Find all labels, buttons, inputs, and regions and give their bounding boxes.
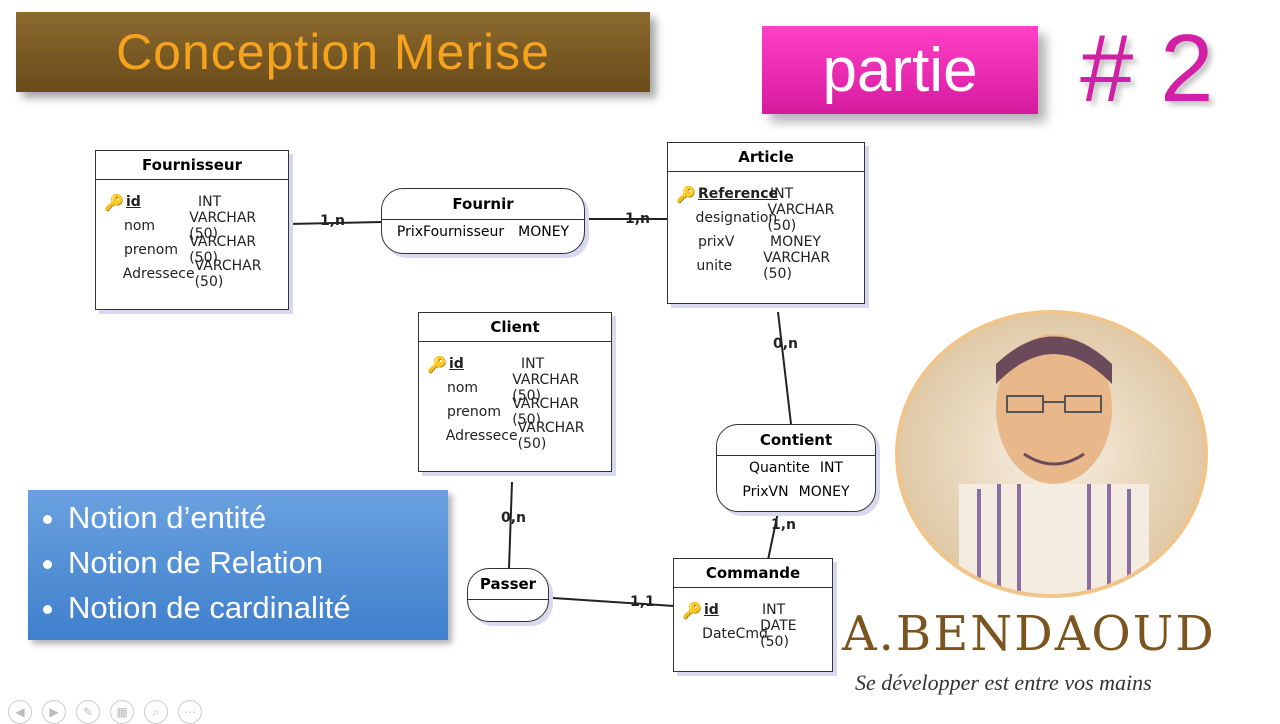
relation-passer-title: Passer <box>468 569 548 600</box>
attribute-row: nom VARCHAR (50) <box>427 372 603 404</box>
attribute-name: nom <box>123 218 156 234</box>
attribute-name: nom <box>446 380 479 396</box>
brand-name: A.BENDAOUD <box>842 606 1216 662</box>
notion-item: Notion d’entité <box>68 500 448 545</box>
attribute-type: VARCHAR (50) <box>517 420 585 452</box>
attribute-name: PrixVN <box>742 484 789 500</box>
entity-article-title: Article <box>668 143 864 172</box>
cardinality-commande-passer: 1,1 <box>630 594 655 610</box>
attribute-type: VARCHAR (50) <box>194 258 262 290</box>
notion-item: Notion de Relation <box>68 545 448 590</box>
attribute-row: nom VARCHAR (50) <box>104 210 280 242</box>
next-icon[interactable]: ▶ <box>42 700 66 724</box>
attribute-type: VARCHAR (50) <box>512 396 580 428</box>
attribute-row: 🔑id INT <box>682 598 824 622</box>
cardinality-fournisseur-fournir: 1,n <box>320 213 346 229</box>
part-label: partie <box>822 35 978 105</box>
link-fournisseur-fournir <box>287 221 383 225</box>
attribute-name: id <box>126 194 141 210</box>
previous-icon[interactable]: ◀ <box>8 700 32 724</box>
attribute-name: prenom <box>446 404 501 420</box>
attribute-type: INT <box>819 460 843 476</box>
attribute-name: DateCmd <box>702 626 768 642</box>
link-article-contient <box>777 311 792 425</box>
cardinality-client-passer: 0,n <box>501 510 527 526</box>
link-client-passer <box>508 481 513 569</box>
pen-icon[interactable]: ✎ <box>76 700 100 724</box>
attribute-name: id <box>704 602 719 618</box>
relation-contient: Contient Quantite INT PrixVN MONEY <box>716 424 876 512</box>
attribute-type: VARCHAR (50) <box>189 234 257 266</box>
key-icon: 🔑 <box>104 192 124 212</box>
cardinality-article-contient: 0,n <box>773 336 799 352</box>
attribute-type: INT <box>762 602 786 618</box>
attribute-type: INT <box>198 194 222 210</box>
attribute-type: MONEY <box>770 234 821 250</box>
attribute-type: VARCHAR (50) <box>767 202 835 234</box>
attribute-row: prenom VARCHAR (50) <box>427 396 603 428</box>
more-icon[interactable]: ⋯ <box>178 700 202 724</box>
title-banner: Conception Merise <box>16 12 650 92</box>
attribute-name: designation <box>695 210 778 226</box>
attribute-type: INT <box>521 356 545 372</box>
attribute-type: MONEY <box>518 224 570 240</box>
attribute-name: Adressece <box>122 266 195 282</box>
relation-fournir: Fournir PrixFournisseur MONEY <box>381 188 585 254</box>
relation-passer: Passer <box>467 568 549 622</box>
attribute-name: unite <box>696 258 733 274</box>
entity-client-title: Client <box>419 313 611 342</box>
attribute-type: VARCHAR (50) <box>189 210 257 242</box>
attribute-name: id <box>449 356 464 372</box>
notions-box: Notion d’entité Notion de Relation Notio… <box>28 490 448 640</box>
attribute-type: INT <box>770 186 794 202</box>
link-passer-commande <box>552 597 675 607</box>
slide-toolbar: ◀ ▶ ✎ ▦ ⌕ ⋯ <box>8 700 202 724</box>
brand-tagline: Se développer est entre vos mains <box>855 670 1152 695</box>
author-portrait <box>895 310 1208 598</box>
attribute-name: Reference <box>698 186 779 202</box>
slides-icon[interactable]: ▦ <box>110 700 134 724</box>
attribute-row: 🔑id INT <box>427 352 603 376</box>
page-title: Conception Merise <box>116 24 550 80</box>
key-icon: 🔑 <box>427 354 447 374</box>
attribute-type: VARCHAR (50) <box>763 250 831 282</box>
cardinality-commande-contient: 1,n <box>771 517 797 533</box>
attribute-type: MONEY <box>798 484 850 500</box>
part-number: # 2 <box>1080 15 1214 122</box>
entity-fournisseur-title: Fournisseur <box>96 151 288 180</box>
attribute-row: prixV MONEY <box>676 230 856 254</box>
cardinality-article-fournir: 1,n <box>625 211 651 227</box>
attribute-name: prixV <box>698 234 735 250</box>
key-icon: 🔑 <box>676 184 696 204</box>
zoom-icon[interactable]: ⌕ <box>144 700 168 724</box>
link-contient-commande <box>767 511 779 561</box>
attribute-row: unite VARCHAR (50) <box>676 250 856 282</box>
attribute-type: DATE (50) <box>760 618 797 650</box>
key-icon: 🔑 <box>682 600 702 620</box>
attribute-name: Quantite <box>749 460 810 476</box>
relation-fournir-title: Fournir <box>382 189 584 220</box>
attribute-type: VARCHAR (50) <box>512 372 580 404</box>
attribute-row: prenom VARCHAR (50) <box>104 234 280 266</box>
part-banner: partie <box>762 26 1038 114</box>
entity-commande-title: Commande <box>674 559 832 588</box>
relation-contient-title: Contient <box>717 425 875 456</box>
attribute-name: PrixFournisseur <box>396 224 505 240</box>
notion-item: Notion de cardinalité <box>68 590 448 635</box>
attribute-row: 🔑id INT <box>104 190 280 214</box>
attribute-name: prenom <box>123 242 178 258</box>
attribute-name: Adressece <box>445 428 518 444</box>
